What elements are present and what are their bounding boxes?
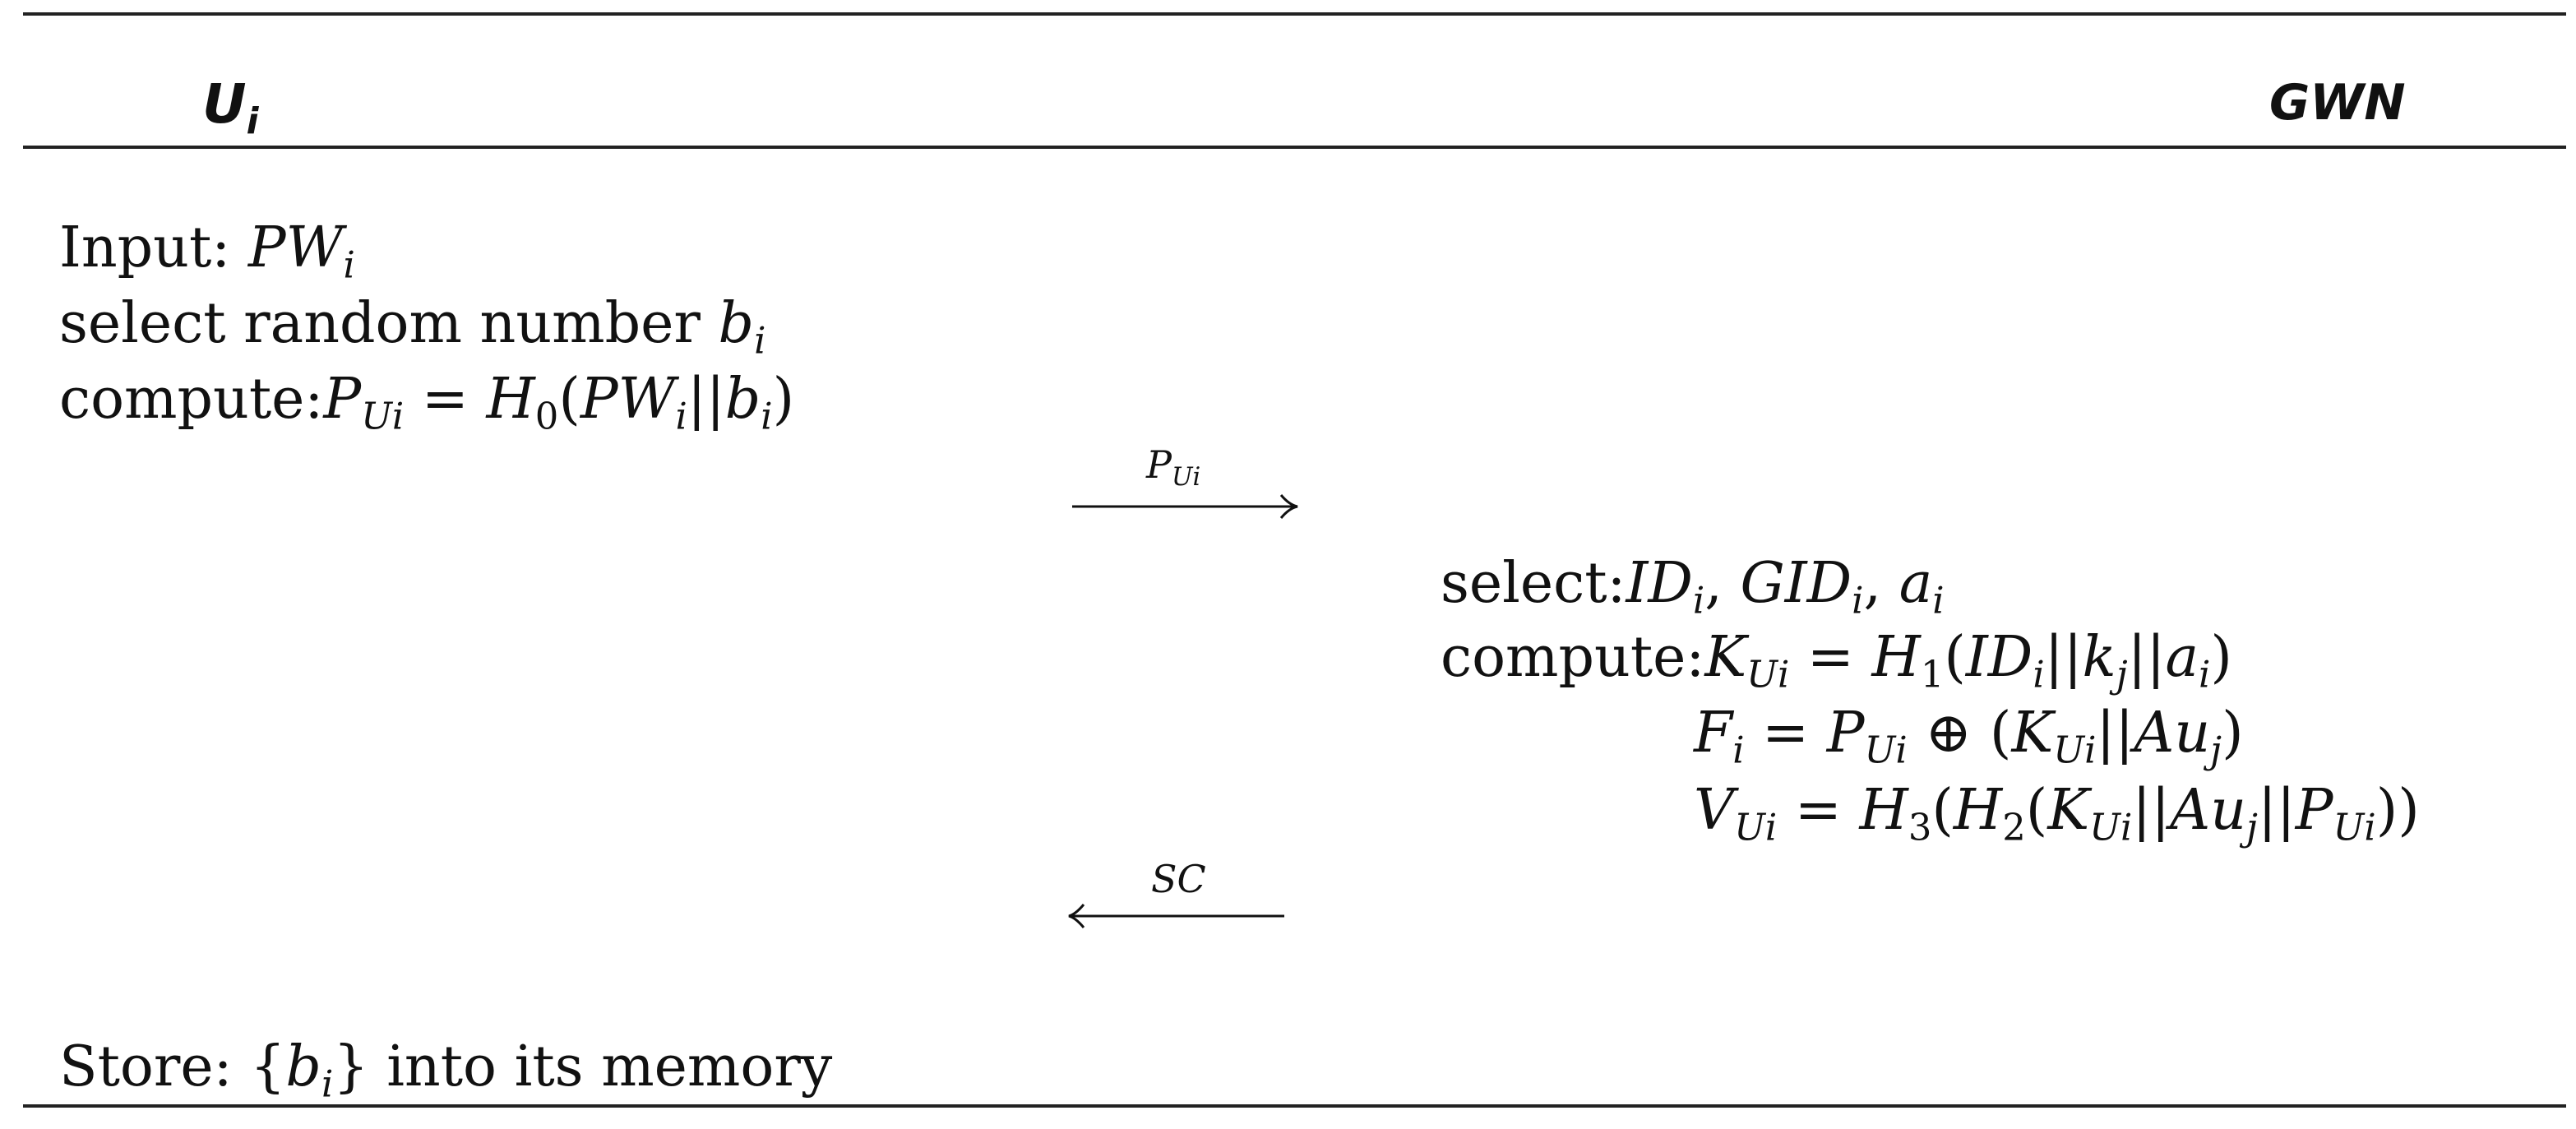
user-select-value: bi <box>718 291 766 363</box>
user-store-tail: into its memory <box>386 1034 833 1099</box>
message-2-arrow <box>1068 904 1284 928</box>
user-store-label: Store: <box>59 1034 233 1099</box>
party-user-sub: i <box>246 101 259 143</box>
gateway-select-formula: IDi, GIDi, ai <box>1626 551 1945 622</box>
party-gateway: GWN <box>2269 74 2406 132</box>
user-input-value: PWi <box>247 215 355 287</box>
user-store-set: {bi} <box>250 1034 369 1106</box>
user-compute-label: compute: <box>59 367 324 432</box>
message-1-arrow <box>1072 494 1298 519</box>
header-rule <box>23 146 2566 149</box>
gateway-compute-f-line: Fi = PUi ⊕ (KUi||Auj) <box>1694 706 2244 769</box>
user-compute-line: compute:PUi = H0(PWi||bi) <box>59 372 794 435</box>
gateway-compute-label: compute: <box>1441 625 1705 690</box>
party-user-name: U <box>202 72 247 136</box>
user-input-line: Input: PWi <box>59 220 355 284</box>
message-2-label: SC <box>1151 857 1206 901</box>
gateway-compute-line: compute:KUi = H1(IDi||kj||ai) <box>1441 630 2232 693</box>
user-compute-formula: PUi = H0(PWi||bi) <box>323 367 795 438</box>
gateway-compute-k-formula: KUi = H1(IDi||kj||ai) <box>1704 625 2232 696</box>
gateway-compute-v-line: VUi = H3(H2(KUi||Auj||PUi)) <box>1694 783 2420 846</box>
gateway-select-label: select: <box>1441 551 1626 616</box>
bottom-rule <box>23 1104 2566 1108</box>
top-rule <box>23 12 2566 16</box>
gateway-compute-v-formula: VUi = H3(H2(KUi||Auj||PUi)) <box>1694 778 2420 849</box>
gateway-select-line: select:IDi, GIDi, ai <box>1441 556 1945 619</box>
user-input-label: Input: <box>59 215 231 280</box>
user-select-label: select random number <box>59 291 701 356</box>
party-user: Ui <box>202 72 259 140</box>
party-gateway-name: GWN <box>2269 74 2406 132</box>
gateway-compute-f-formula: Fi = PUi ⊕ (KUi||Auj) <box>1694 701 2244 772</box>
user-select-line: select random number bi <box>59 296 765 359</box>
user-store-line: Store: {bi} into its memory <box>59 1039 832 1103</box>
message-1-label: PUi <box>1146 442 1201 493</box>
